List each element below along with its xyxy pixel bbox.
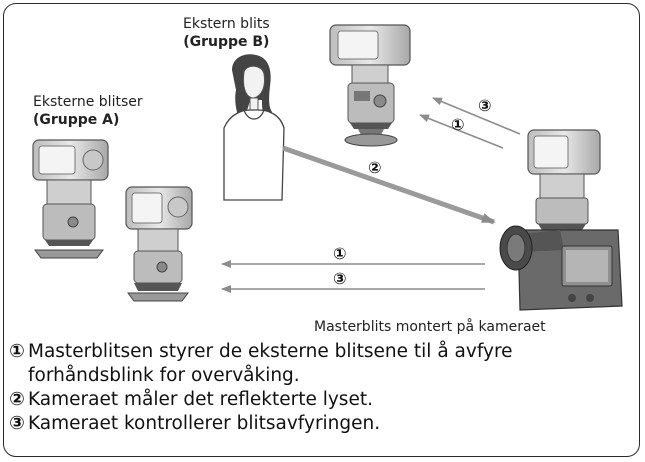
remote-flash-group-a-1	[33, 140, 108, 258]
marker-3-upper: ③	[478, 96, 492, 115]
step-list: ① Masterblitsen styrer de eksterne blits…	[6, 340, 513, 436]
subject-person-illustration	[224, 54, 284, 200]
marker-2: ②	[368, 158, 382, 177]
step-number: ②	[6, 388, 28, 412]
marker-3-lower: ③	[333, 269, 347, 288]
step-text: Kameraet måler det reflekterte lyset.	[28, 388, 373, 412]
step-text: Masterblitsen styrer de eksterne blitsen…	[28, 340, 513, 388]
step-item-1: ① Masterblitsen styrer de eksterne blits…	[6, 340, 513, 388]
remote-flash-group-b	[330, 25, 410, 146]
step-number: ①	[6, 340, 28, 364]
label-master-flash: Masterblits montert på kameraet	[314, 318, 546, 336]
step-item-3: ③ Kameraet kontrollerer blitsavfyringen.	[6, 412, 513, 436]
arrow-2-to-camera	[283, 148, 494, 222]
camera-with-master-flash	[500, 130, 622, 310]
step-number: ③	[6, 412, 28, 436]
remote-flash-group-a-2	[126, 187, 192, 301]
marker-1-upper: ①	[451, 115, 465, 134]
label-group-b: Ekstern blits (Gruppe B)	[183, 15, 270, 51]
label-group-a: Eksterne blitser (Gruppe A)	[33, 93, 143, 129]
arrow-3-to-group-b	[433, 98, 520, 134]
label-remote-flashes: Eksterne blitser	[33, 93, 143, 111]
step-item-2: ② Kameraet måler det reflekterte lyset.	[6, 388, 513, 412]
step-text: Kameraet kontrollerer blitsavfyringen.	[28, 412, 380, 436]
label-group-a-name: (Gruppe A)	[33, 111, 143, 129]
label-remote-flash: Ekstern blits	[183, 15, 270, 33]
label-group-b-name: (Gruppe B)	[183, 33, 270, 51]
marker-1-lower: ①	[333, 244, 347, 263]
